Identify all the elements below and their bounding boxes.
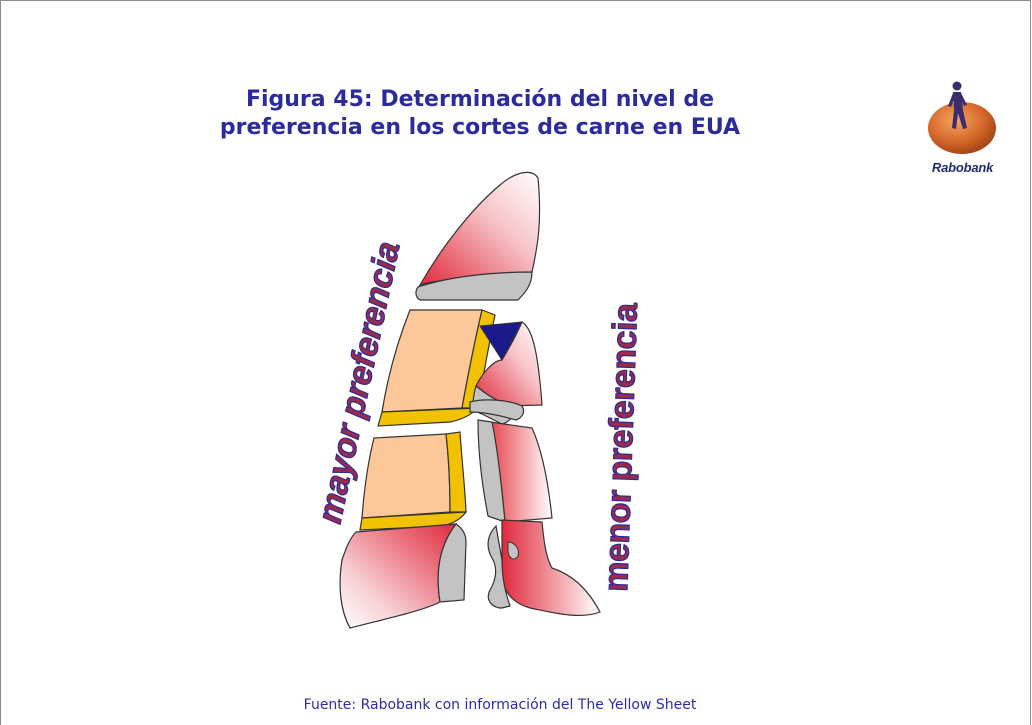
cut-round	[339, 523, 467, 629]
figure-source: Fuente: Rabobank con información del The…	[303, 697, 697, 713]
cut-chuck	[415, 171, 541, 301]
label-menor-preferencia: menor preferencia	[597, 301, 645, 592]
cut-navy-triangle	[479, 321, 523, 361]
rabobank-logo-icon	[928, 81, 996, 154]
figure-title-line-2: preferencia en los cortes de carne en EU…	[219, 115, 741, 140]
rabobank-wordmark: Rabobank	[931, 160, 994, 175]
cut-shank	[487, 519, 601, 617]
rabobank-logo: Rabobank	[905, 50, 1020, 180]
cut-plate	[477, 419, 553, 523]
figure-title-line-1: Figura 45: Determinación del nivel de	[245, 87, 715, 112]
cut-brisket	[469, 321, 543, 425]
cut-loin	[359, 431, 468, 531]
figure-title: Figura 45: Determinación del nivel de pr…	[160, 86, 800, 142]
meat-cuts-diagram: mayor preferencia menor preferencia	[310, 171, 646, 629]
